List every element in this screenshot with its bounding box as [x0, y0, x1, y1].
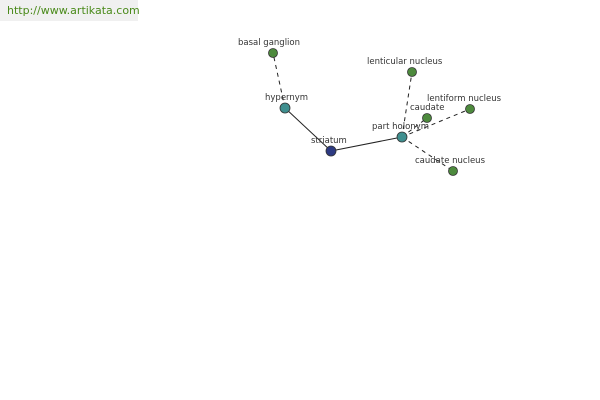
edge-striatum-to-hypernym [284, 107, 332, 152]
node-label-lentiform-nucleus[interactable]: lentiform nucleus [427, 94, 502, 104]
node-label-basal-ganglion[interactable]: basal ganglion [238, 38, 300, 48]
node-lenticular-nucleus-circle-icon[interactable] [407, 67, 417, 77]
node-label-lenticular-nucleus[interactable]: lenticular nucleus [367, 57, 443, 67]
node-part-holonym-circle-icon[interactable] [396, 131, 408, 143]
node-caudate-nucleus-circle-icon[interactable] [448, 166, 458, 176]
node-hypernym-circle-icon[interactable] [279, 102, 291, 114]
node-label-caudate-nucleus[interactable]: caudate nucleus [415, 156, 486, 166]
node-lentiform-nucleus-circle-icon[interactable] [465, 104, 475, 114]
node-label-part-holonym[interactable]: part holonym [372, 122, 429, 132]
nodes-layer [268, 48, 475, 176]
edge-striatum-to-part-holonym [330, 136, 403, 152]
edge-part-holonym-to-caudate [401, 117, 428, 138]
edge-hypernym-to-basal-ganglion [272, 52, 286, 109]
node-striatum-circle-icon[interactable] [325, 145, 337, 157]
labels-layer: striatum hypernym part holonym basal gangli… [238, 38, 502, 166]
node-caudate-circle-icon[interactable] [422, 113, 432, 123]
node-basal-ganglion-circle-icon[interactable] [268, 48, 278, 58]
node-label-hypernym[interactable]: hypernym [265, 93, 308, 103]
edge-part-holonym-to-lenticular-nucleus [401, 71, 413, 138]
edges-layer [272, 52, 471, 172]
edge-part-holonym-to-caudate-nucleus [401, 136, 454, 172]
node-label-striatum[interactable]: striatum [311, 136, 347, 146]
watermark-link[interactable]: http://www.artikata.com [0, 0, 140, 21]
node-label-caudate[interactable]: caudate [410, 103, 444, 113]
